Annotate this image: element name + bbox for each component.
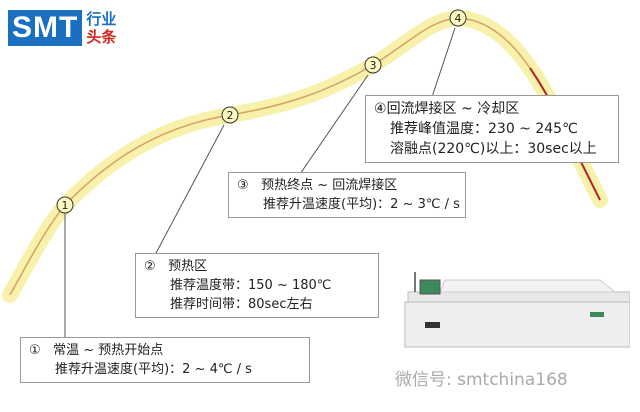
stage-title: 常温 ~ 预热开始点	[53, 343, 164, 358]
stage-detail: 溶融点(220℃)以上：30sec以上	[390, 141, 597, 157]
stage-detail: 推荐升温速度(平均)：2 ~ 4℃ / s	[55, 362, 252, 377]
marker-3-label: 3	[370, 59, 377, 72]
logo-brand: SMT	[8, 10, 83, 46]
stage-title: 预热终点 ~ 回流焊接区	[261, 178, 398, 193]
stage-4-box: ④回流焊接区 ~ 冷却区 推荐峰值温度：230 ~ 245℃ 溶融点(220℃)…	[365, 95, 619, 163]
marker-2	[221, 106, 239, 124]
markers: 1 2 3 4	[56, 9, 467, 214]
stage-2-box: ② 预热区 推荐温度带：150 ~ 180℃ 推荐时间带：80sec左右	[135, 253, 379, 318]
stage-title: 预热区	[168, 259, 208, 274]
stage-num: ①	[29, 343, 41, 358]
wechat-watermark: 微信号: smtchina168	[395, 370, 568, 390]
marker-1-label: 1	[62, 199, 69, 212]
stage-title: 回流焊接区 ~ 冷却区	[386, 101, 520, 117]
stage-detail: 推荐峰值温度：230 ~ 245℃	[390, 121, 578, 137]
stage-num: ④	[374, 101, 387, 117]
marker-4	[449, 9, 467, 27]
stage-num: ②	[144, 259, 156, 274]
marker-1	[56, 196, 74, 214]
marker-3	[364, 56, 382, 74]
logo-line1: 行业	[86, 10, 117, 28]
logo: SMT 行业头条	[8, 10, 116, 46]
marker-4-label: 4	[455, 12, 462, 25]
stage-detail: 推荐温度带：150 ~ 180℃	[170, 278, 332, 293]
reflow-oven-image	[404, 272, 630, 348]
monitor-icon	[419, 279, 441, 295]
stage-num: ③	[237, 178, 249, 193]
stage-detail: 推荐时间带：80sec左右	[170, 297, 313, 312]
logo-line2: 头条	[86, 28, 117, 46]
marker-2-label: 2	[227, 109, 234, 122]
stage-1-box: ① 常温 ~ 预热开始点 推荐升温速度(平均)：2 ~ 4℃ / s	[20, 337, 310, 383]
leader-lines	[64, 27, 456, 340]
stage-detail: 推荐升温速度(平均)：2 ~ 3℃ / s	[263, 197, 460, 212]
stage-3-box: ③ 预热终点 ~ 回流焊接区 推荐升温速度(平均)：2 ~ 3℃ / s	[228, 172, 466, 218]
